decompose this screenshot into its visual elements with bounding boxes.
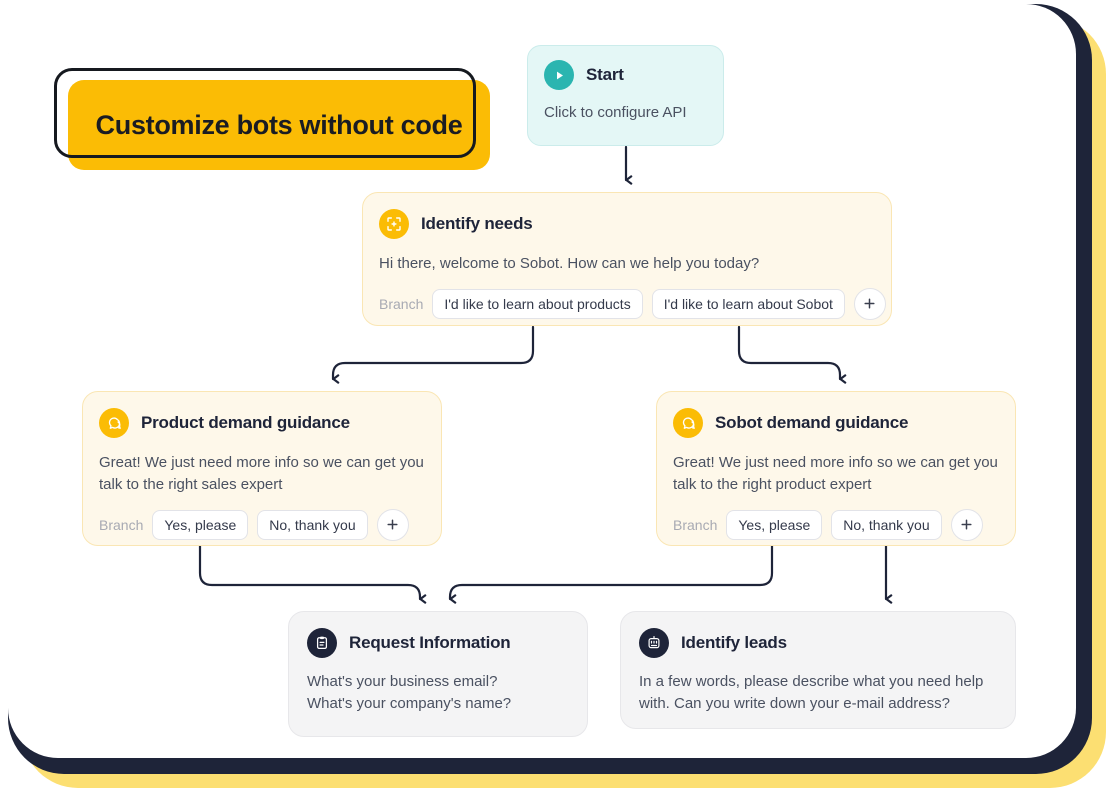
- node-start[interactable]: Start Click to configure API: [527, 45, 724, 146]
- node-identify-leads-body: In a few words, please describe what you…: [639, 673, 984, 712]
- canvas-surface: Customize bots without code Start Click …: [8, 4, 1076, 758]
- clipboard-icon: [307, 628, 337, 658]
- node-request-information[interactable]: Request Information What's your business…: [288, 611, 588, 737]
- robot-icon: [639, 628, 669, 658]
- node-product-demand-guidance-body: Great! We just need more info so we can …: [99, 454, 424, 493]
- node-identify-needs-title: Identify needs: [421, 214, 533, 233]
- node-sobot-demand-guidance-header: Sobot demand guidance: [673, 408, 999, 438]
- add-branch-button[interactable]: [950, 508, 983, 541]
- connector-identify-b0-to-product: [331, 325, 535, 384]
- node-start-header: Start: [544, 60, 707, 90]
- node-start-title: Start: [586, 65, 624, 84]
- node-identify-leads[interactable]: Identify leads In a few words, please de…: [620, 611, 1016, 729]
- node-identify-needs-branch-row: Branch I'd like to learn about products …: [379, 287, 886, 320]
- branch-chip[interactable]: I'd like to learn about products: [432, 288, 643, 319]
- add-branch-button[interactable]: [853, 287, 886, 320]
- node-request-information-body-line1: What's your business email?: [307, 673, 498, 690]
- add-branch-button[interactable]: [376, 508, 409, 541]
- node-product-demand-guidance-header: Product demand guidance: [99, 408, 425, 438]
- node-request-information-header: Request Information: [307, 628, 569, 658]
- scan-target-icon: [379, 209, 409, 239]
- node-identify-needs-body: Hi there, welcome to Sobot. How can we h…: [379, 255, 760, 272]
- node-product-demand-guidance-title: Product demand guidance: [141, 413, 350, 432]
- banner-outline: [54, 68, 476, 158]
- connector-sobot-b0-to-request: [448, 544, 774, 604]
- node-request-information-body-line2: What's your company's name?: [307, 694, 512, 712]
- branch-label: Branch: [379, 295, 424, 312]
- node-sobot-demand-guidance[interactable]: Sobot demand guidance Great! We just nee…: [656, 391, 1016, 546]
- branch-chip[interactable]: No, thank you: [831, 509, 942, 540]
- chat-bubbles-icon: [673, 408, 703, 438]
- branch-label: Branch: [99, 516, 144, 533]
- connector-product-b0-to-request: [198, 544, 427, 604]
- branch-chip[interactable]: No, thank you: [257, 509, 368, 540]
- branch-label: Branch: [673, 516, 718, 533]
- node-request-information-title: Request Information: [349, 633, 511, 652]
- node-start-body: Click to configure API: [544, 104, 687, 121]
- node-sobot-demand-guidance-branch-row: Branch Yes, please No, thank you: [673, 508, 999, 541]
- node-product-demand-guidance[interactable]: Product demand guidance Great! We just n…: [82, 391, 442, 546]
- connector-identify-b1-to-sobot: [737, 325, 847, 384]
- node-identify-leads-header: Identify leads: [639, 628, 997, 658]
- node-identify-needs[interactable]: Identify needs Hi there, welcome to Sobo…: [362, 192, 892, 326]
- branch-chip[interactable]: Yes, please: [152, 509, 249, 540]
- node-product-demand-guidance-branch-row: Branch Yes, please No, thank you: [99, 508, 425, 541]
- node-request-information-body: What's your business email? What's your …: [307, 671, 569, 715]
- page-title: Customize bots without code: [95, 109, 463, 140]
- play-icon: [544, 60, 574, 90]
- node-sobot-demand-guidance-body: Great! We just need more info so we can …: [673, 454, 998, 493]
- chat-bubbles-icon: [99, 408, 129, 438]
- node-identify-needs-header: Identify needs: [379, 209, 875, 239]
- node-identify-leads-title: Identify leads: [681, 633, 787, 652]
- branch-chip[interactable]: I'd like to learn about Sobot: [651, 288, 845, 319]
- branch-chip[interactable]: Yes, please: [726, 509, 823, 540]
- node-sobot-demand-guidance-title: Sobot demand guidance: [715, 413, 909, 432]
